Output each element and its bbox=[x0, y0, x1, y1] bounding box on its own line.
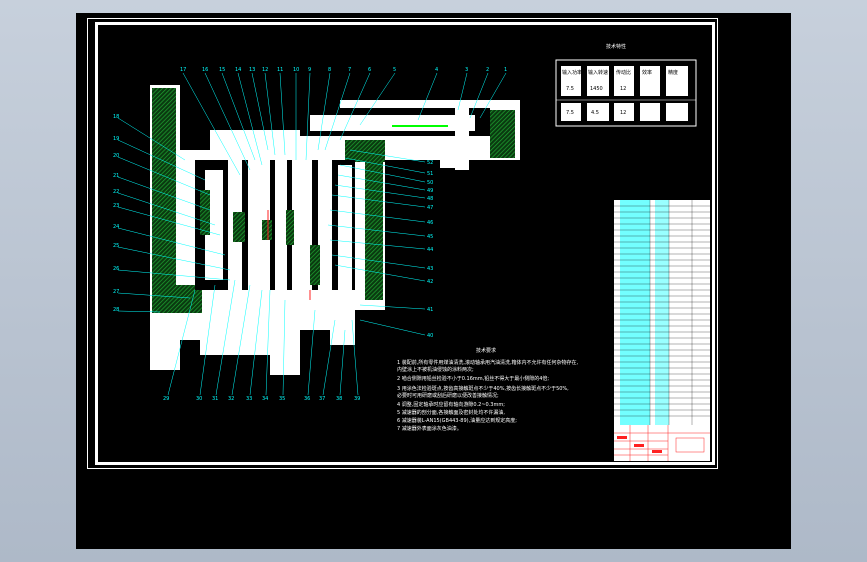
note-line: 6 减速器装L-AN15(GB443-89),油量应达到规定高度; bbox=[397, 417, 517, 424]
part-label: 19 bbox=[113, 136, 119, 142]
leader-lines bbox=[117, 72, 507, 396]
part-label: 12 bbox=[262, 67, 268, 73]
note-line: 4 调整,固定轴承时应留有轴向游隙0.2~0.3mm; bbox=[397, 401, 505, 408]
part-label: 34 bbox=[262, 396, 268, 402]
part-labels-right: 52 51 50 49 48 47 46 45 44 43 42 41 40 bbox=[427, 160, 433, 339]
part-label: 28 bbox=[113, 307, 119, 313]
part-label: 24 bbox=[113, 224, 119, 230]
right-housing-hatch bbox=[490, 110, 515, 158]
left-wall-hatch bbox=[152, 88, 176, 303]
part-label: 10 bbox=[293, 67, 299, 73]
part-label: 31 bbox=[212, 396, 218, 402]
note-line: 2 啮合侧隙用铅丝检验不小于0.16mm,铅丝不得大于最小侧隙的4倍; bbox=[397, 375, 549, 382]
part-labels-top: 17 16 15 14 13 12 11 10 9 8 7 6 5 4 3 2 … bbox=[180, 67, 507, 73]
part-label: 8 bbox=[328, 67, 331, 73]
spec-table: 技术特性 输入功率 输入转速 传动比 效率 精度 7.5 1450 12 7.5… bbox=[555, 43, 697, 127]
notes-title: 技术要求 bbox=[476, 347, 496, 354]
spec-value: 12 bbox=[620, 86, 626, 92]
title-block bbox=[614, 425, 710, 461]
part-label: 5 bbox=[393, 67, 396, 73]
spec-header: 输入功率 bbox=[562, 69, 582, 76]
part-label: 23 bbox=[113, 203, 119, 209]
note-line: 内壁涂上不被机油侵蚀的涂料两次; bbox=[397, 366, 474, 373]
part-label: 29 bbox=[163, 396, 169, 402]
part-label: 21 bbox=[113, 173, 119, 179]
spec-header: 精度 bbox=[668, 69, 678, 76]
spec-header: 效率 bbox=[642, 69, 652, 76]
part-label: 17 bbox=[180, 67, 186, 73]
part-label: 1 bbox=[504, 67, 507, 73]
spec-value: 7.5 bbox=[566, 86, 574, 92]
part-label: 33 bbox=[246, 396, 252, 402]
part-label: 32 bbox=[228, 396, 234, 402]
part-label: 13 bbox=[249, 67, 255, 73]
part-label: 41 bbox=[427, 307, 433, 313]
part-label: 4 bbox=[435, 67, 438, 73]
part-label: 25 bbox=[113, 243, 119, 249]
part-label: 30 bbox=[196, 396, 202, 402]
drawing-sheet-outer-frame bbox=[87, 18, 718, 469]
part-label: 44 bbox=[427, 247, 433, 253]
part-label: 3 bbox=[465, 67, 468, 73]
part-label: 22 bbox=[113, 189, 119, 195]
part-label: 35 bbox=[279, 396, 285, 402]
part-label: 42 bbox=[427, 279, 433, 285]
part-label: 47 bbox=[427, 205, 433, 211]
spec-header: 传动比 bbox=[616, 69, 631, 76]
bottom-left-hatch bbox=[152, 285, 202, 313]
note-line: 5 减速器的剖分面,各接触面及密封处均不许漏油, bbox=[397, 409, 505, 416]
part-label: 14 bbox=[235, 67, 241, 73]
part-label: 16 bbox=[202, 67, 208, 73]
part-label: 18 bbox=[113, 114, 119, 120]
note-line: 7 减速器外表面涂灰色油漆。 bbox=[397, 425, 462, 432]
note-line: 3 用涂色法检验斑点,按齿高接触斑点不少于40%,按齿长接触斑点不少于50%, bbox=[397, 385, 569, 392]
part-label: 45 bbox=[427, 234, 433, 240]
spec-subvalue: 4.5 bbox=[591, 110, 599, 116]
part-label: 15 bbox=[219, 67, 225, 73]
spec-value: 1450 bbox=[590, 86, 603, 92]
part-label: 6 bbox=[368, 67, 371, 73]
part-label: 27 bbox=[113, 289, 119, 295]
spec-subvalue: 7.5 bbox=[566, 110, 574, 116]
part-label: 40 bbox=[427, 333, 433, 339]
part-label: 38 bbox=[336, 396, 342, 402]
part-label: 20 bbox=[113, 153, 119, 159]
part-label: 48 bbox=[427, 196, 433, 202]
gearbox-assembly-drawing bbox=[150, 85, 520, 375]
part-label: 46 bbox=[427, 220, 433, 226]
part-label: 36 bbox=[304, 396, 310, 402]
note-line: 1 装配前,所有零件用煤油清洗,滚动轴承用汽油清洗,箱体内不允许有任何杂物存在, bbox=[397, 359, 579, 366]
parts-list-table bbox=[614, 200, 710, 425]
part-label: 43 bbox=[427, 266, 433, 272]
part-labels-left: 18 19 20 21 22 23 24 25 26 27 28 bbox=[113, 114, 119, 313]
part-label: 26 bbox=[113, 266, 119, 272]
part-label: 39 bbox=[354, 396, 360, 402]
drawing-sheet-inner-frame bbox=[95, 22, 715, 465]
top-right-hatch bbox=[345, 140, 385, 162]
spec-header: 输入转速 bbox=[588, 69, 608, 76]
part-label: 51 bbox=[427, 171, 433, 177]
part-label: 49 bbox=[427, 188, 433, 194]
part-labels-bottom: 29 30 31 32 33 34 35 36 37 38 39 bbox=[163, 396, 360, 402]
spec-table-title: 技术特性 bbox=[606, 43, 626, 50]
part-label: 52 bbox=[427, 160, 433, 166]
note-line: 必要时可用研磨或刮后研磨以便改善接触情况; bbox=[397, 392, 499, 399]
part-label: 37 bbox=[319, 396, 325, 402]
part-label: 9 bbox=[308, 67, 311, 73]
part-label: 7 bbox=[348, 67, 351, 73]
part-label: 50 bbox=[427, 180, 433, 186]
spec-subvalue: 12 bbox=[620, 110, 626, 116]
part-label: 11 bbox=[277, 67, 283, 73]
technical-notes: 技术要求 1 装配前,所有零件用煤油清洗,滚动轴承用汽油清洗,箱体内不允许有任何… bbox=[397, 347, 579, 432]
part-label: 2 bbox=[486, 67, 489, 73]
